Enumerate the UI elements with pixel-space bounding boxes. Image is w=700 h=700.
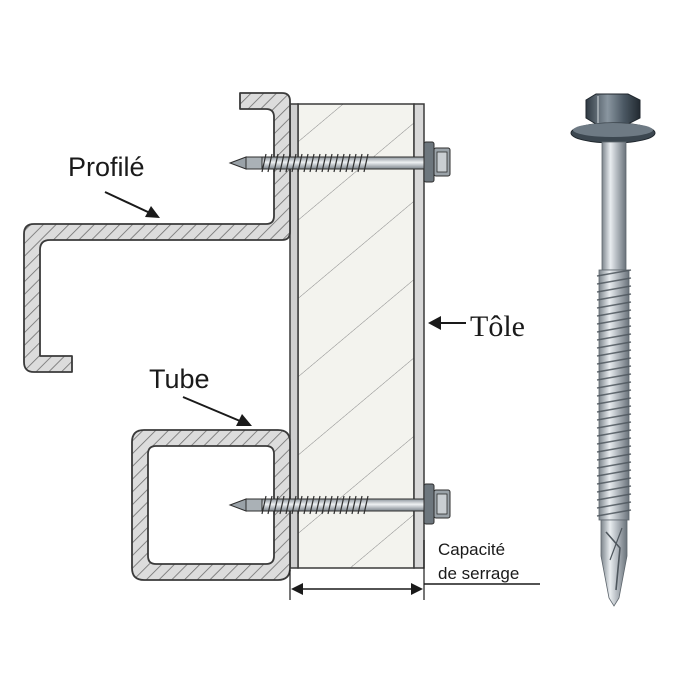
clamping-capacity-label-line1: Capacité: [438, 540, 506, 559]
inner-facing: [289, 103, 299, 569]
top-screw: [228, 141, 451, 183]
bottom-screw: [228, 483, 451, 525]
tube-label: Tube: [149, 364, 210, 394]
clamping-capacity-label-line2: de serrage: [438, 564, 520, 583]
sheet-leader-arrow: [428, 316, 466, 330]
sheet-label: Tôle: [470, 310, 525, 343]
clamping-dimension: [289, 540, 540, 600]
panel-core: [297, 103, 415, 569]
profile-leader-arrow: [104, 191, 160, 218]
outer-sheet-tole: [413, 103, 425, 569]
steel-tube: [131, 429, 291, 581]
steel-profile: [23, 92, 291, 373]
self-drilling-screw-icon: [570, 93, 656, 607]
tube-leader-arrow: [182, 396, 252, 426]
profile-label: Profilé: [68, 152, 145, 182]
